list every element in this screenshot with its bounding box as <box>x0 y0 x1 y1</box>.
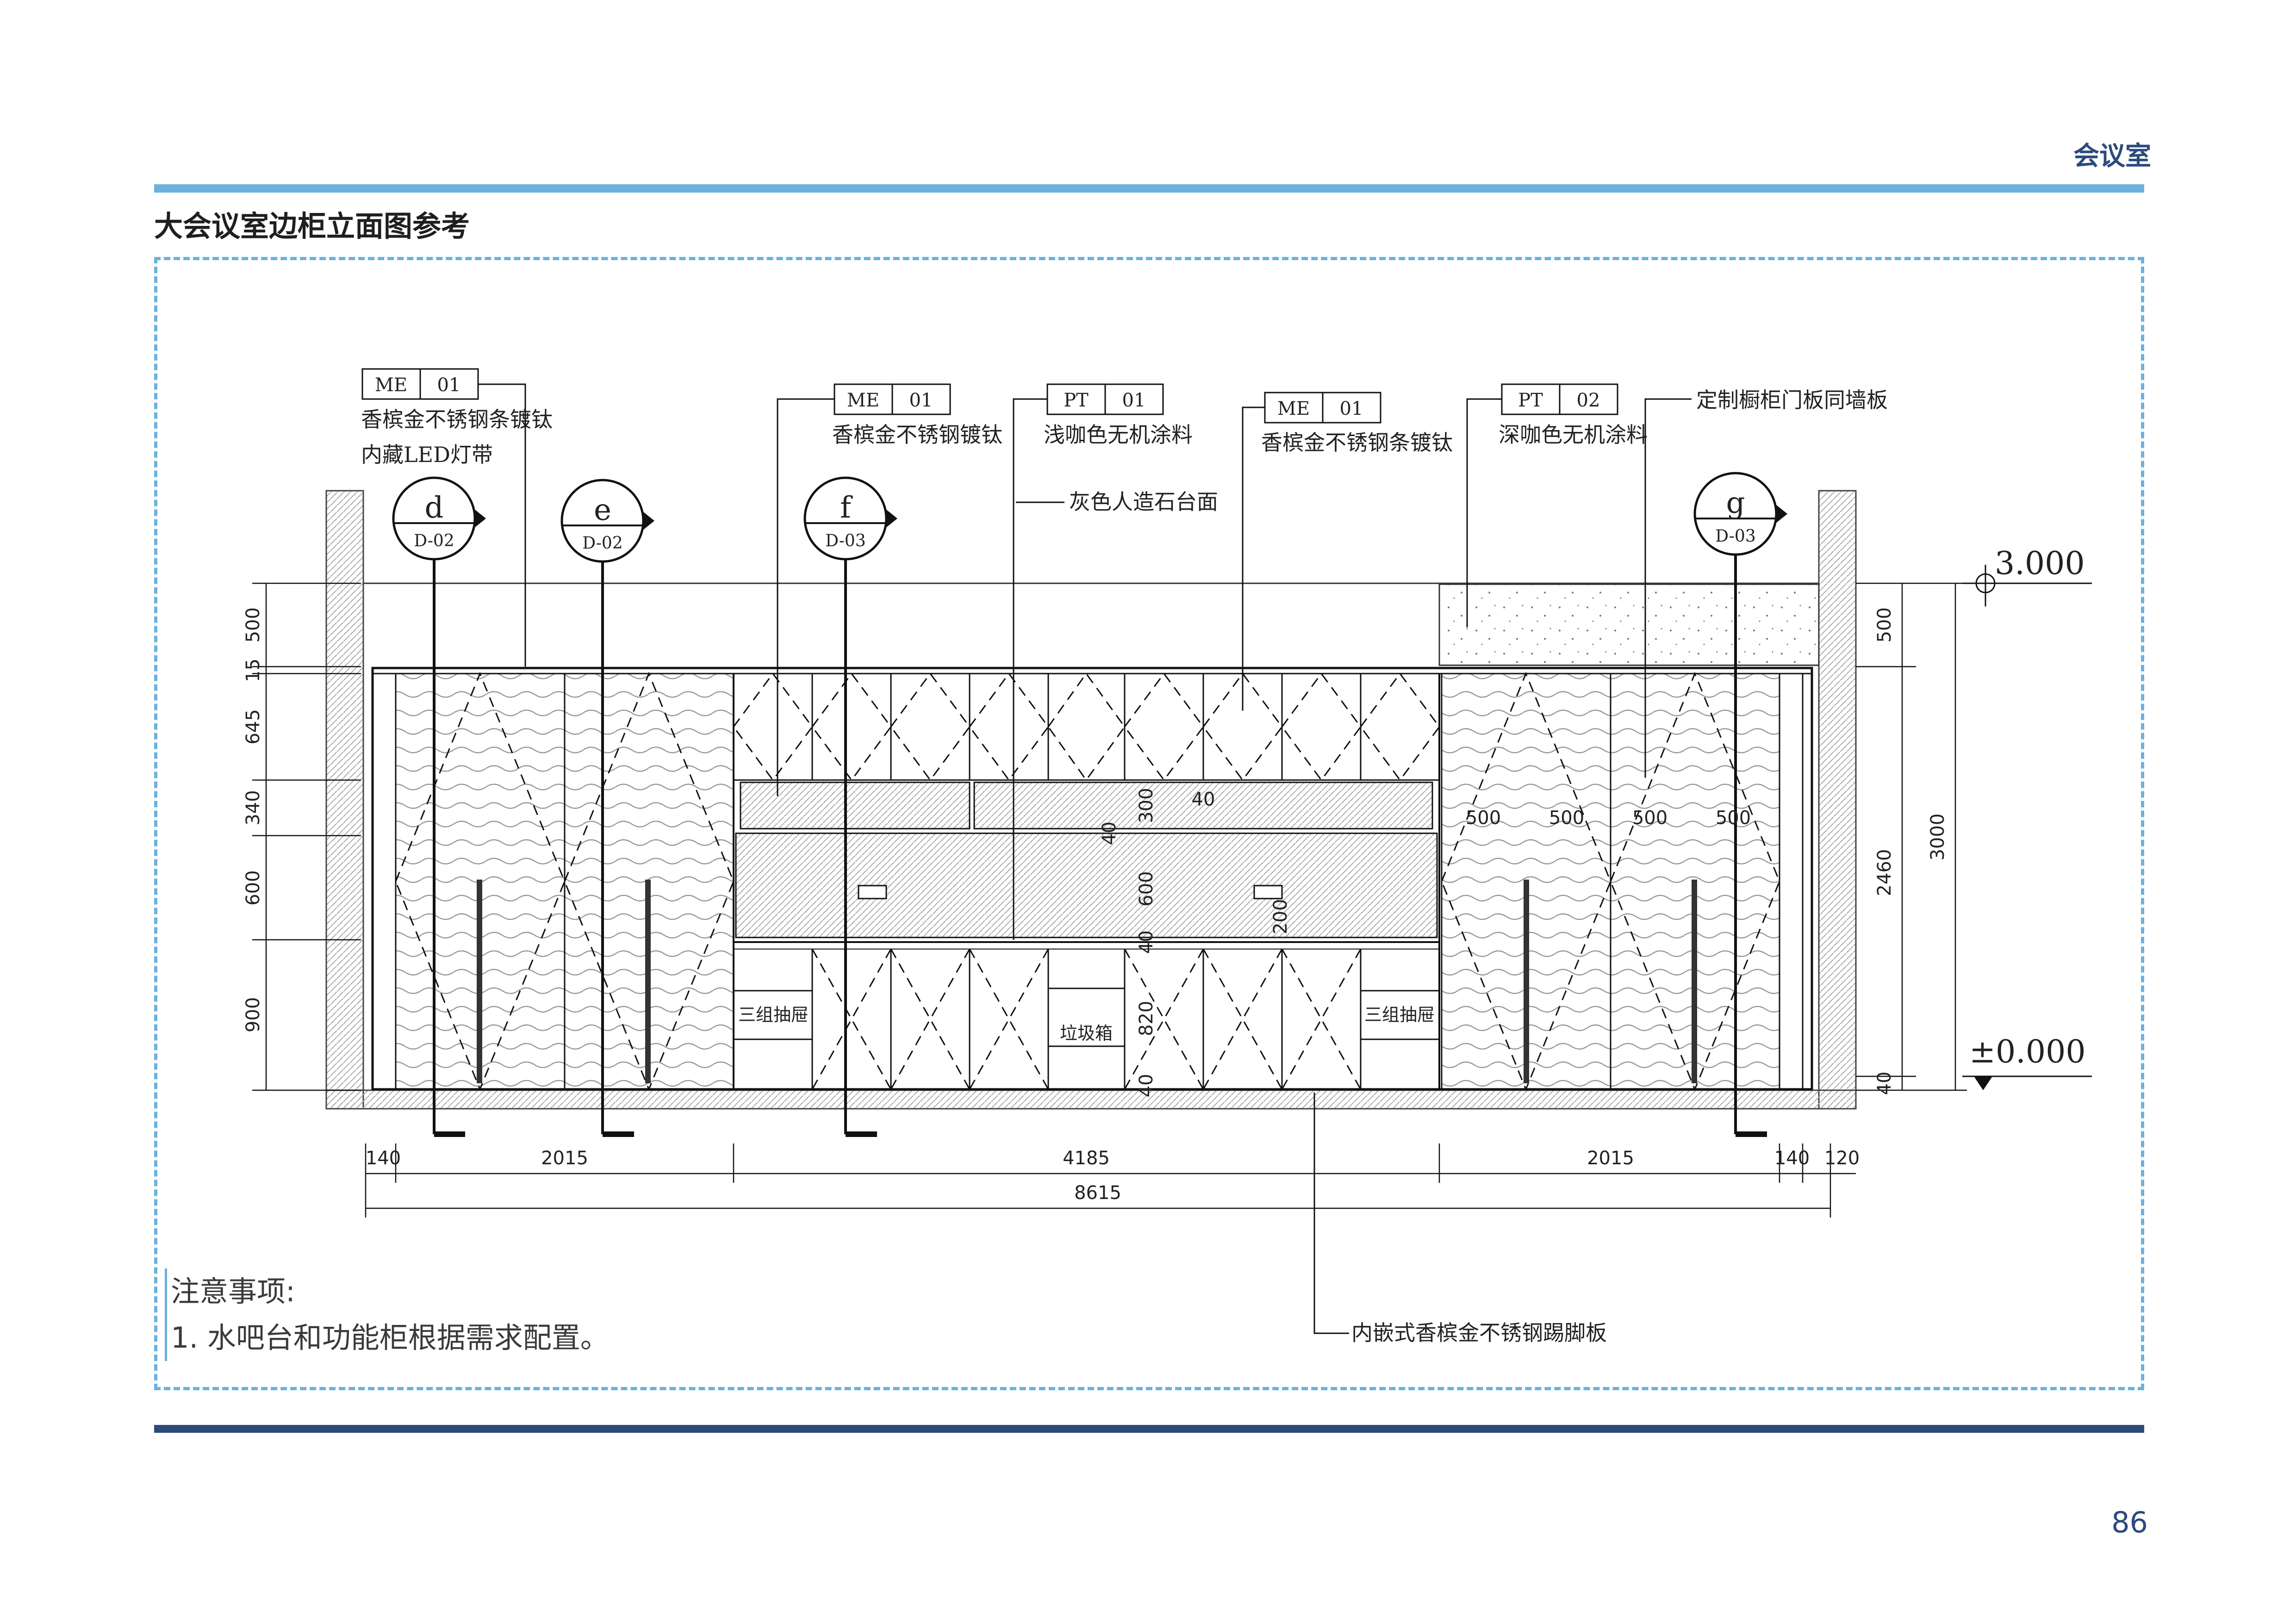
svg-text:d: d <box>425 491 444 525</box>
svg-text:3.000: 3.000 <box>1995 545 2085 582</box>
callout-door-panel: 定制橱柜门板同墙板 <box>1644 387 1888 778</box>
svg-text:140: 140 <box>366 1148 401 1169</box>
svg-text:02: 02 <box>1577 390 1600 411</box>
svg-text:500: 500 <box>1549 807 1584 829</box>
svg-text:香槟金不锈钢条镀钛: 香槟金不锈钢条镀钛 <box>361 407 553 432</box>
svg-text:200: 200 <box>1270 899 1291 934</box>
section-marker: e D-02 <box>560 479 654 1137</box>
svg-text:D-03: D-03 <box>825 531 866 550</box>
svg-text:香槟金不锈钢镀钛: 香槟金不锈钢镀钛 <box>832 422 1002 447</box>
walls <box>325 490 1857 1110</box>
svg-text:3000: 3000 <box>1927 813 1948 861</box>
svg-text:e: e <box>594 493 611 527</box>
svg-text:浅咖色无机涂料: 浅咖色无机涂料 <box>1044 422 1193 447</box>
svg-text:01: 01 <box>437 375 461 396</box>
callout-kickboard: 内嵌式香槟金不锈钢踢脚板 <box>1313 1093 1607 1345</box>
svg-text:500: 500 <box>1716 807 1751 829</box>
drawers-label: 三组抽屉 <box>1364 1005 1435 1025</box>
svg-text:内藏LED灯带: 内藏LED灯带 <box>361 442 493 467</box>
svg-text:01: 01 <box>1340 398 1363 419</box>
svg-text:40: 40 <box>1192 789 1215 810</box>
svg-text:500: 500 <box>1466 807 1501 829</box>
drawing-frame <box>154 257 2144 1390</box>
svg-text:2460: 2460 <box>1874 849 1895 896</box>
svg-text:D-02: D-02 <box>414 531 454 550</box>
svg-text:PT: PT <box>1064 390 1089 411</box>
svg-text:340: 340 <box>243 790 264 825</box>
svg-text:15: 15 <box>243 659 264 682</box>
top-rule <box>154 184 2144 193</box>
drawers-label: 三组抽屉 <box>738 1005 809 1025</box>
bottom-rule <box>154 1425 2144 1433</box>
svg-text:D-03: D-03 <box>1715 527 1756 546</box>
cabinet <box>371 667 1813 1091</box>
section-marker: d D-02 <box>392 476 486 1137</box>
svg-text:灰色人造石台面: 灰色人造石台面 <box>1069 489 1218 514</box>
svg-text:600: 600 <box>243 870 264 906</box>
svg-text:645: 645 <box>243 709 264 744</box>
svg-text:2015: 2015 <box>541 1148 588 1169</box>
svg-text:300: 300 <box>1136 788 1157 823</box>
svg-text:40: 40 <box>1136 1074 1157 1098</box>
svg-text:ME: ME <box>375 375 407 396</box>
level-marker-bottom: ±0.000 <box>1962 1034 2092 1090</box>
svg-text:香槟金不锈钢条镀钛: 香槟金不锈钢条镀钛 <box>1261 430 1453 455</box>
notes-title: 注意事项: <box>171 1274 295 1308</box>
svg-text:40: 40 <box>1136 931 1157 954</box>
svg-text:f: f <box>840 491 853 525</box>
svg-text:120: 120 <box>1824 1148 1860 1169</box>
svg-text:40: 40 <box>1874 1072 1895 1095</box>
svg-text:±0.000: ±0.000 <box>1969 1034 2086 1070</box>
material-tag: PT 01 浅咖色无机涂料 <box>1013 383 1193 940</box>
page-number: 86 <box>2111 1505 2148 1539</box>
svg-text:900: 900 <box>243 997 264 1032</box>
notes-item: 1. 水吧台和功能柜根据需求配置。 <box>171 1321 609 1355</box>
trash-label: 垃圾箱 <box>1060 1023 1113 1043</box>
notes: 注意事项: 1. 水吧台和功能柜根据需求配置。 <box>165 1268 958 1361</box>
svg-text:PT: PT <box>1518 390 1543 411</box>
svg-text:ME: ME <box>1277 398 1310 419</box>
material-tag: ME 01 香槟金不锈钢条镀钛 <box>1242 392 1453 711</box>
page-title: 大会议室边柜立面图参考 <box>154 209 470 243</box>
dimension-labels: 500 15 645 340 600 900 500 2460 40 3000 … <box>243 607 1948 1204</box>
svg-text:500: 500 <box>1632 807 1668 829</box>
svg-text:600: 600 <box>1136 871 1157 906</box>
level-marker-top: 3.000 <box>1962 545 2092 606</box>
svg-text:8615: 8615 <box>1074 1182 1121 1204</box>
svg-text:ME: ME <box>847 390 879 411</box>
callout-countertop: 灰色人造石台面 <box>1016 489 1218 514</box>
svg-text:820: 820 <box>1136 1001 1157 1036</box>
svg-text:140: 140 <box>1774 1148 1810 1169</box>
section-marker: f D-03 <box>803 476 897 1137</box>
material-tag: ME 01 香槟金不锈钢条镀钛 内藏LED灯带 <box>361 368 553 667</box>
svg-text:g: g <box>1726 486 1745 520</box>
svg-text:2015: 2015 <box>1587 1148 1634 1169</box>
svg-text:500: 500 <box>1874 607 1895 643</box>
section-marker: g D-03 <box>1693 472 1787 1137</box>
svg-text:定制橱柜门板同墙板: 定制橱柜门板同墙板 <box>1696 387 1888 412</box>
svg-text:D-02: D-02 <box>582 534 623 553</box>
svg-text:40: 40 <box>1099 822 1120 845</box>
svg-text:4185: 4185 <box>1063 1148 1110 1169</box>
material-tag: PT 02 深咖色无机涂料 <box>1466 383 1648 627</box>
svg-text:500: 500 <box>243 607 264 643</box>
svg-text:深咖色无机涂料: 深咖色无机涂料 <box>1499 422 1648 447</box>
svg-text:内嵌式香槟金不锈钢踢脚板: 内嵌式香槟金不锈钢踢脚板 <box>1351 1320 1607 1345</box>
svg-text:01: 01 <box>1122 390 1146 411</box>
section-label: 会议室 <box>2073 141 2151 171</box>
svg-text:01: 01 <box>909 390 933 411</box>
material-tag: ME 01 香槟金不锈钢镀钛 <box>777 383 1002 796</box>
dimension-lines <box>252 582 1967 1218</box>
